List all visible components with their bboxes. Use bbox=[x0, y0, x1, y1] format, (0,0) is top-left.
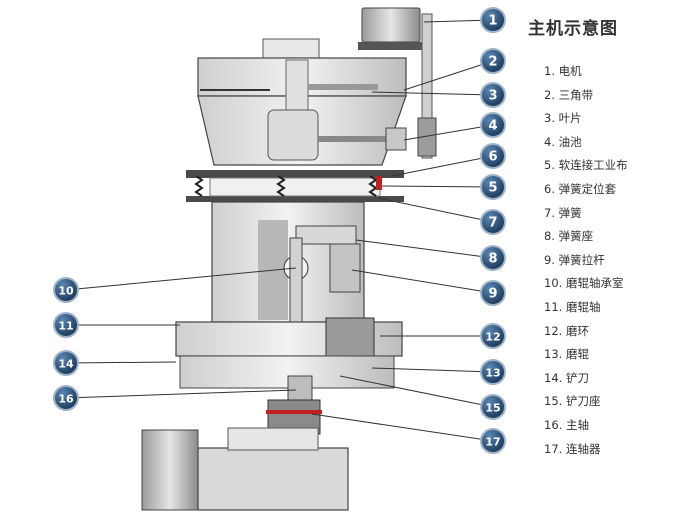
callout-number: 10 bbox=[58, 285, 74, 298]
callout-number: 6 bbox=[488, 150, 497, 165]
callout-number: 13 bbox=[485, 367, 500, 380]
callout-number: 4 bbox=[488, 119, 497, 134]
motor-base bbox=[358, 42, 424, 50]
callout-badge bbox=[480, 394, 506, 420]
legend-item: 12. 磨环 bbox=[544, 323, 589, 338]
callout-badge bbox=[53, 277, 79, 303]
legend-item: 17. 连轴器 bbox=[544, 441, 601, 456]
callout-number: 15 bbox=[485, 402, 500, 415]
callout-number: 11 bbox=[58, 320, 73, 333]
callout-number: 9 bbox=[488, 287, 497, 302]
callout-number: 2 bbox=[488, 55, 497, 70]
callout-leader-line bbox=[381, 185, 494, 188]
callout-leader-line bbox=[65, 389, 297, 399]
callout-badge bbox=[480, 48, 506, 74]
callout-number: 3 bbox=[488, 89, 497, 104]
callout-leader-line bbox=[65, 267, 297, 291]
legend-item: 10. 磨辊轴承室 bbox=[544, 276, 624, 291]
callout-number: 7 bbox=[488, 216, 497, 231]
callout-badge bbox=[480, 209, 506, 235]
legend-item: 7. 弹簧 bbox=[544, 205, 582, 220]
parts-legend: 1. 电机 2. 三角带 3. 叶片 4. 油池 5. 软连接工业布 6. 弹簧… bbox=[544, 60, 628, 461]
belt-pulley bbox=[417, 117, 437, 157]
callout-leader-line bbox=[311, 413, 494, 442]
spring-locator bbox=[376, 176, 382, 190]
callout-leader-line bbox=[403, 60, 494, 91]
diagram-title: 主机示意图 bbox=[528, 19, 618, 39]
spring-flange-lower bbox=[186, 196, 404, 202]
callout-leader-line bbox=[403, 124, 494, 141]
legend-item: 4. 油池 bbox=[544, 134, 582, 149]
gearbox-top bbox=[227, 427, 319, 451]
callout-number: 12 bbox=[485, 331, 500, 344]
oil-pool bbox=[267, 109, 319, 161]
legend-item: 9. 弹簧拉杆 bbox=[544, 252, 605, 267]
legend-item: 16. 主轴 bbox=[544, 417, 589, 432]
callout-leader-line bbox=[339, 375, 494, 408]
callout-leader-line bbox=[351, 269, 494, 294]
callout-number: 8 bbox=[488, 252, 497, 267]
callout-number: 16 bbox=[58, 393, 74, 406]
lower-gearbox bbox=[197, 447, 349, 511]
legend-item: 2. 三角带 bbox=[544, 87, 594, 102]
callout-badge bbox=[480, 7, 506, 33]
belt bbox=[421, 13, 433, 159]
callout-number: 14 bbox=[58, 358, 74, 371]
springs-left bbox=[194, 175, 378, 197]
base-housing bbox=[179, 355, 395, 389]
callout-leader-line bbox=[371, 367, 494, 373]
legend-item: 6. 弹簧定位套 bbox=[544, 181, 617, 196]
callout-number: 17 bbox=[485, 436, 500, 449]
legend-item: 15. 铲刀座 bbox=[544, 394, 601, 409]
fan-blade-arm bbox=[308, 84, 378, 90]
callout-badge bbox=[480, 245, 506, 271]
callout-badge bbox=[480, 112, 506, 138]
callout-badge bbox=[480, 323, 506, 349]
drive-gearbox bbox=[385, 127, 407, 151]
callout-badge bbox=[480, 428, 506, 454]
callout-number: 1 bbox=[488, 14, 497, 29]
spring-flange bbox=[186, 170, 404, 178]
spring-pull-rod bbox=[329, 243, 361, 293]
legend-item: 11. 磨辊轴 bbox=[544, 299, 601, 314]
callout-badge bbox=[480, 174, 506, 200]
callout-badge bbox=[480, 280, 506, 306]
lower-motor bbox=[141, 429, 199, 511]
spring-seat bbox=[295, 225, 357, 245]
legend-item: 13. 磨辊 bbox=[544, 347, 589, 362]
coupling-ring bbox=[266, 410, 322, 414]
callout-badge bbox=[480, 359, 506, 385]
legend-item: 5. 软连接工业布 bbox=[544, 158, 628, 173]
callout-badge bbox=[53, 350, 79, 376]
callout-number: 5 bbox=[488, 181, 497, 196]
callout-badge bbox=[480, 143, 506, 169]
legend-item: 1. 电机 bbox=[544, 64, 582, 78]
callout-leader-line bbox=[391, 155, 494, 177]
drive-shaft bbox=[318, 136, 390, 142]
callout-badge bbox=[53, 312, 79, 338]
callout-leader-line bbox=[355, 239, 494, 259]
legend-item: 8. 弹簧座 bbox=[544, 229, 594, 244]
callout-leader-line bbox=[65, 361, 177, 364]
callout-leader-line bbox=[377, 197, 494, 223]
callout-badge bbox=[480, 82, 506, 108]
legend-item: 3. 叶片 bbox=[544, 111, 582, 126]
legend-item: 14. 铲刀 bbox=[544, 370, 589, 385]
callout-badge bbox=[53, 385, 79, 411]
callout-leader-line bbox=[371, 91, 494, 96]
